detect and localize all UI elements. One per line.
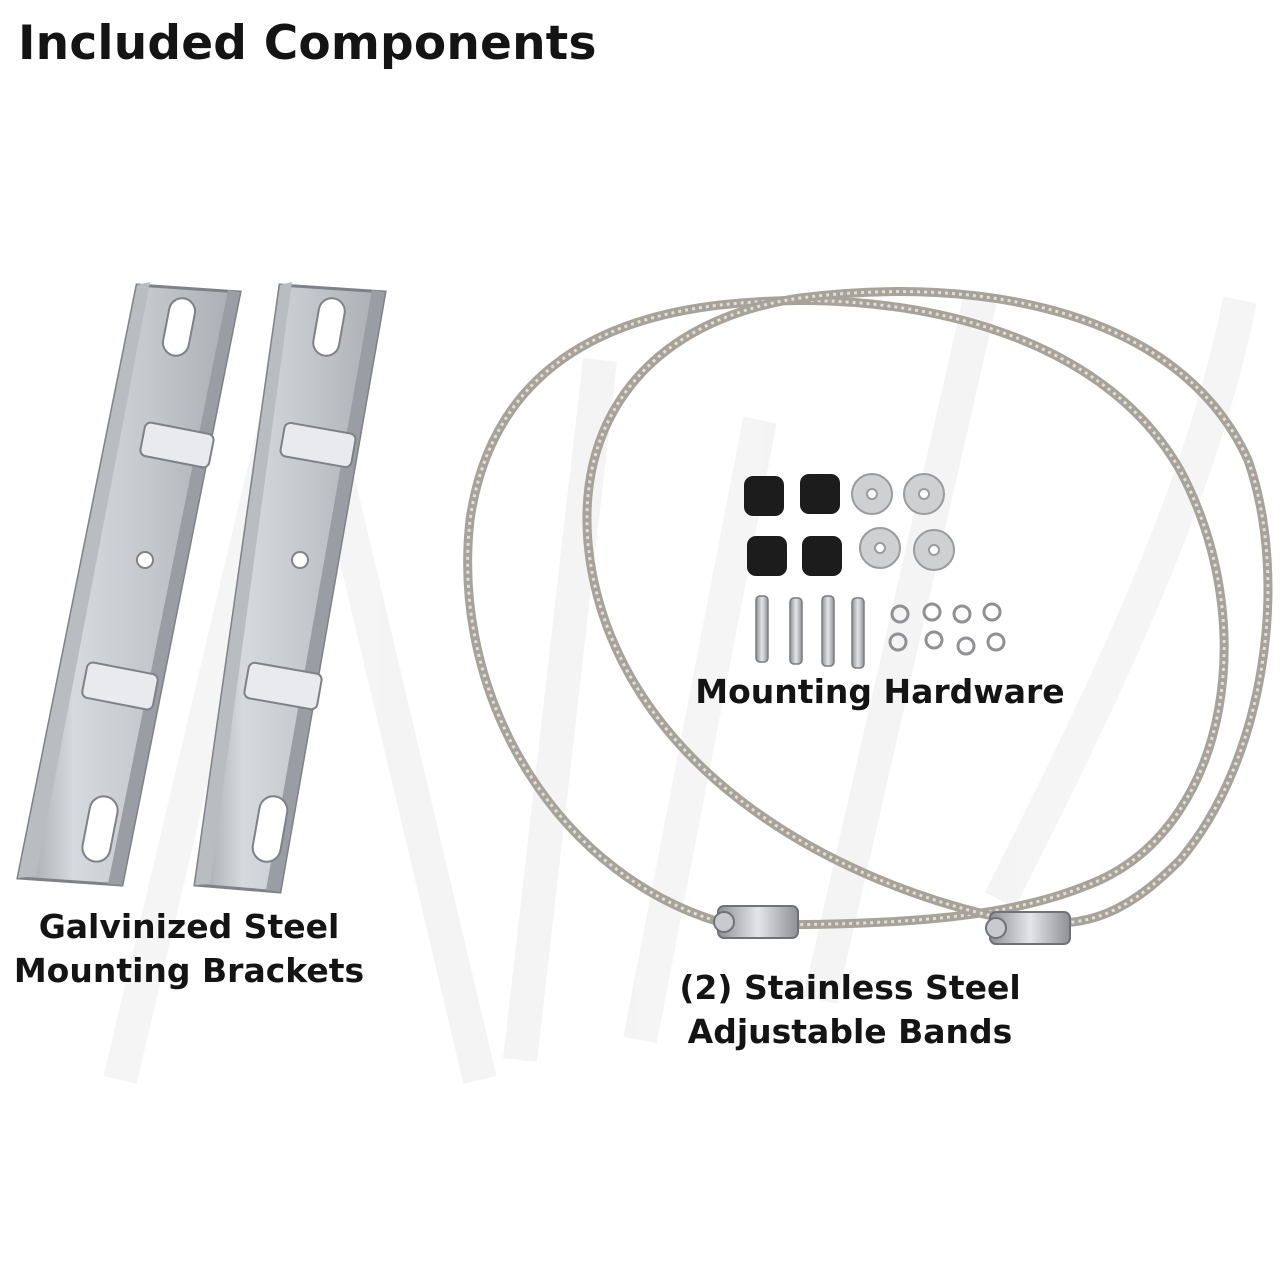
caption-hardware-label: Mounting Hardware: [695, 672, 1065, 711]
caption-mounting-hardware: Mounting Hardware: [680, 670, 1080, 714]
band-clamp-right: [985, 911, 1071, 945]
nuts-and-lock-washers: [888, 602, 1006, 656]
mounting-bracket-right: [193, 282, 387, 894]
caption-adjustable-bands: (2) Stainless Steel Adjustable Bands: [660, 966, 1040, 1054]
mounting-bracket-left: [16, 282, 242, 887]
mounting-screws: [755, 595, 865, 669]
adjustable-bands: [463, 287, 1273, 930]
caption-mounting-brackets: Galvinized Steel Mounting Brackets: [0, 905, 378, 993]
caption-bands-line2: Adjustable Bands: [687, 1012, 1013, 1051]
rubber-spacers: [744, 474, 842, 576]
caption-brackets-line2: Mounting Brackets: [13, 951, 365, 990]
band-clamp-left: [713, 905, 799, 939]
caption-bands-line1: (2) Stainless Steel: [679, 968, 1021, 1007]
flat-washers: [851, 473, 955, 571]
page-title: Included Components: [18, 16, 597, 71]
caption-brackets-line1: Galvinized Steel: [38, 907, 340, 946]
